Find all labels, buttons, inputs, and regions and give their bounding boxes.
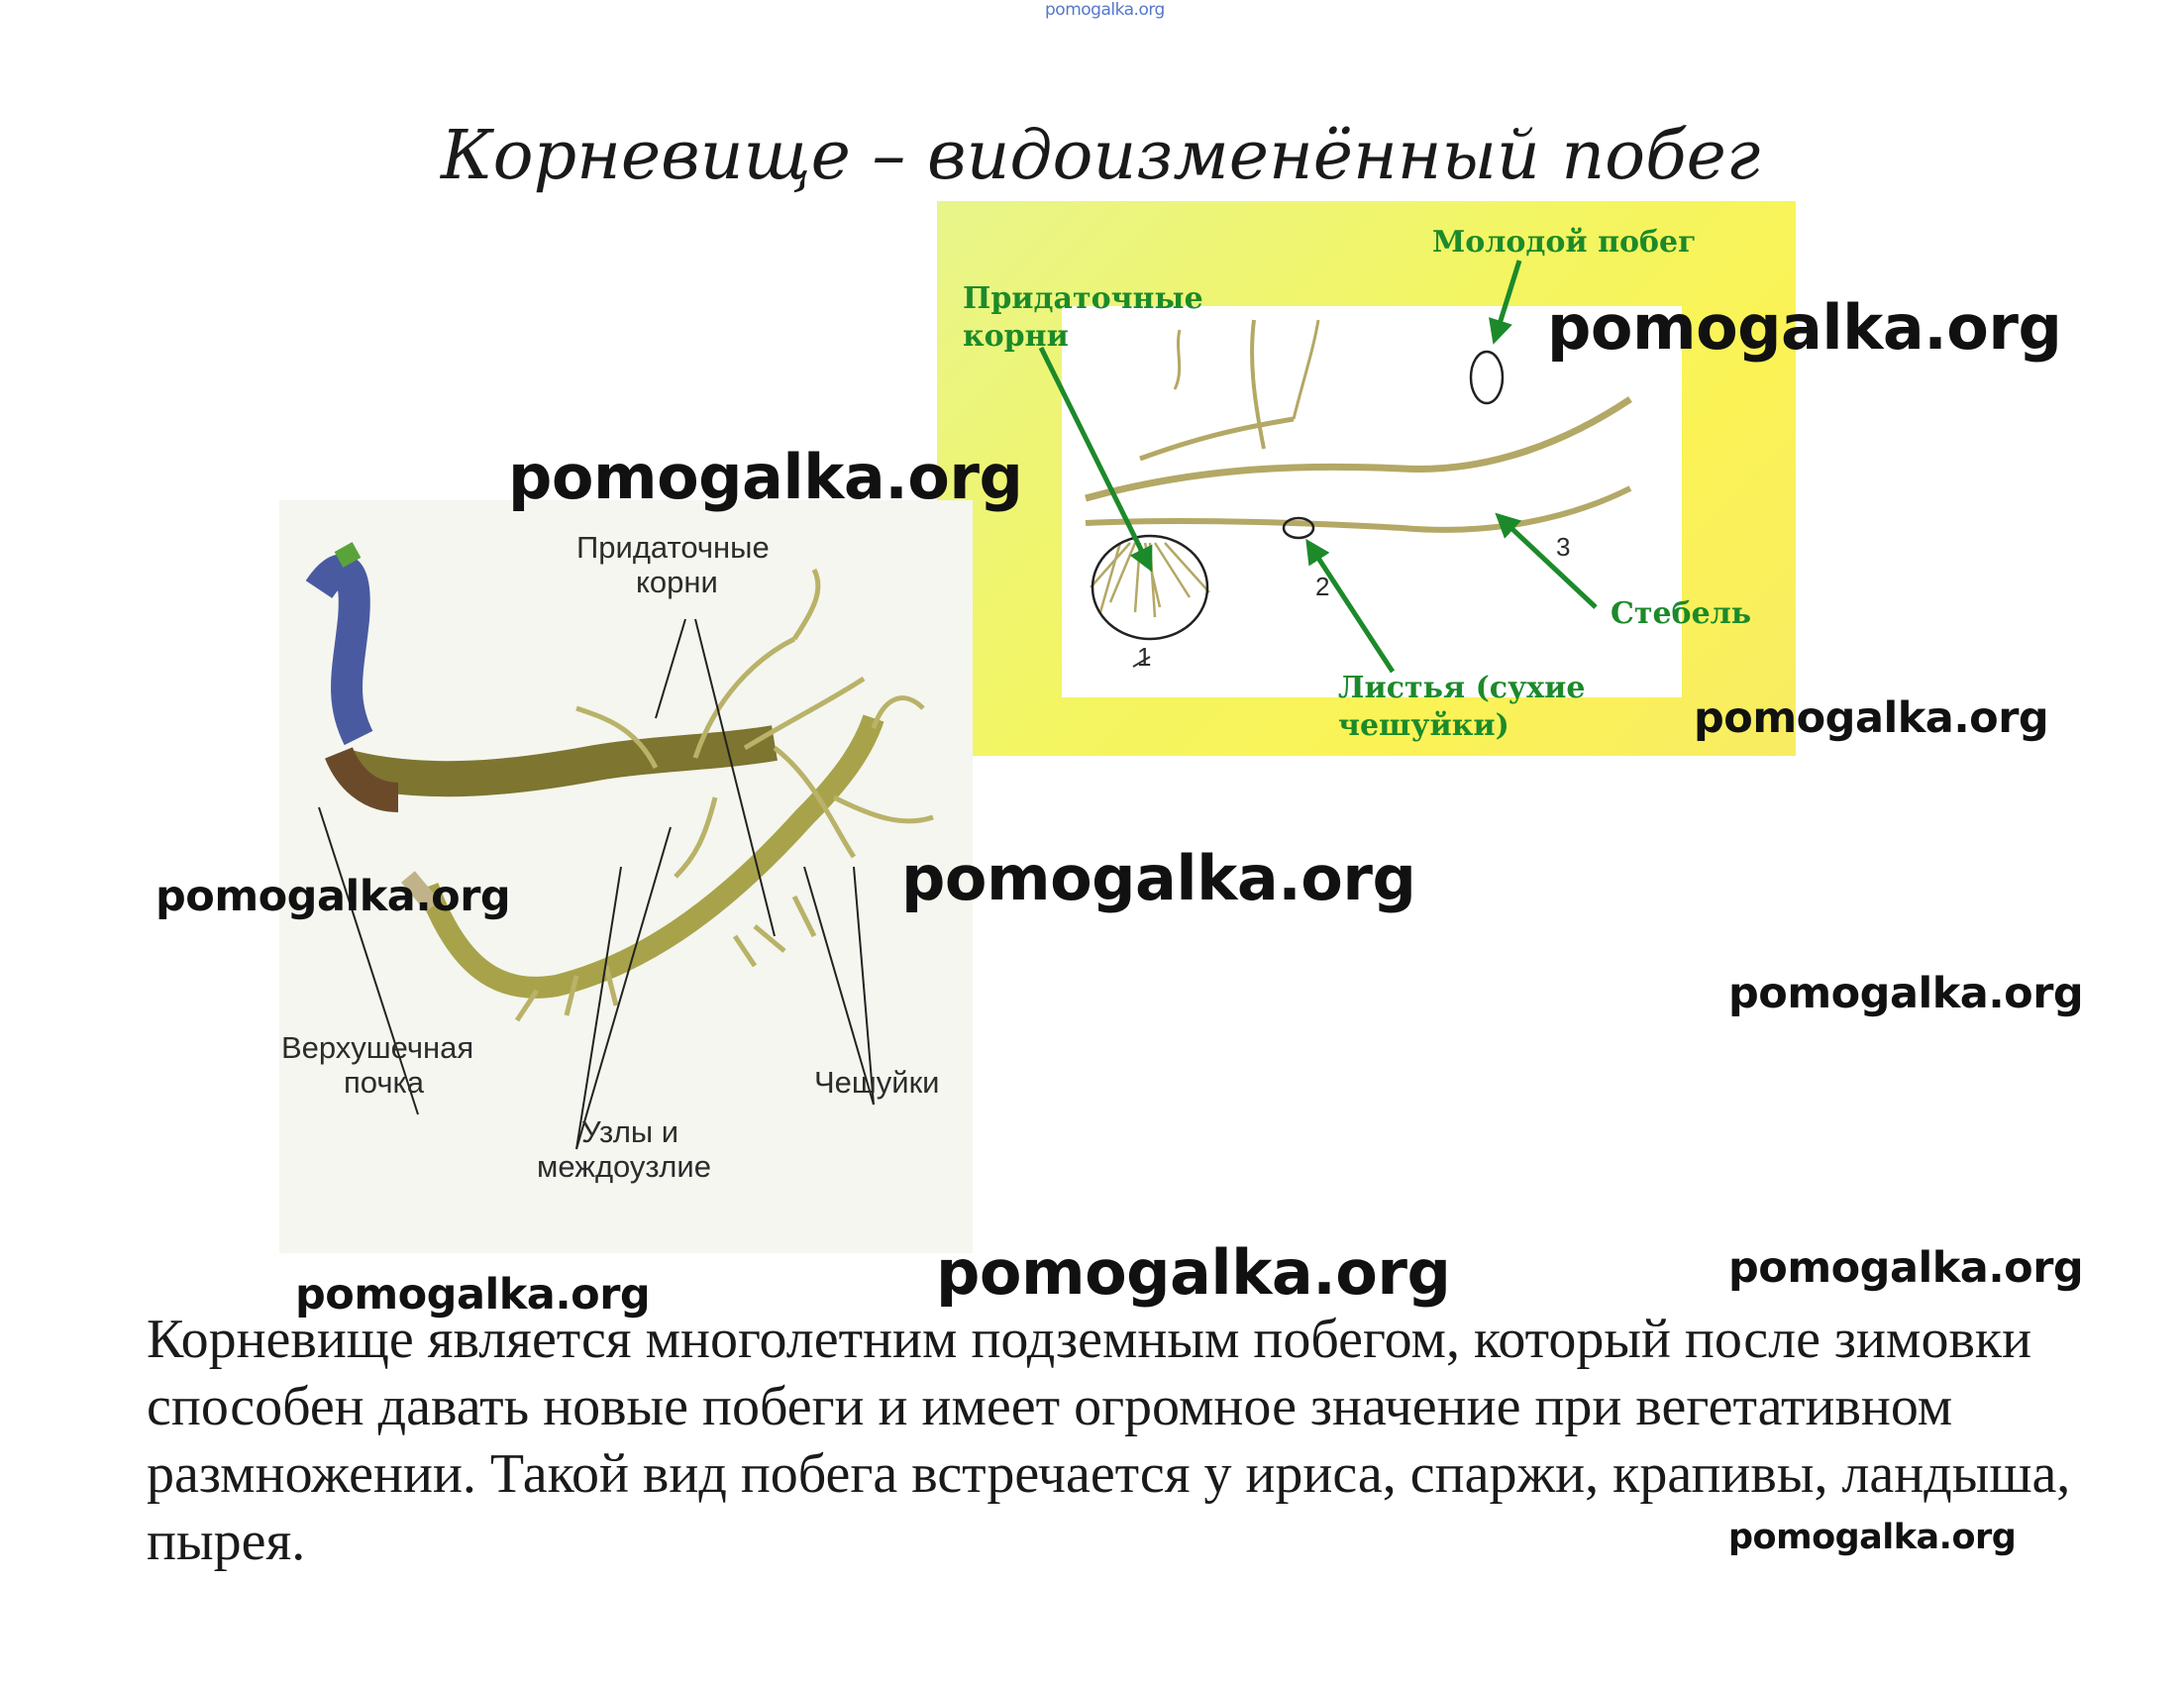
watermark: pomogalka.org <box>156 872 511 921</box>
rhizome-drawing-left <box>305 542 934 1150</box>
label-leaves-1: Листья (сухие <box>1338 671 1586 705</box>
rhizome-diagram-left: Придаточные корни Верхушечная почка Чешу… <box>279 500 973 1253</box>
marker-number-3: 3 <box>1556 532 1571 562</box>
label-apical-bud-1: Верхушечная <box>281 1030 474 1065</box>
watermark: pomogalka.org <box>901 842 1416 914</box>
label-adventitious-roots-left-1: Придаточные <box>576 530 770 565</box>
watermark: pomogalka.org <box>1547 291 2062 364</box>
page-title: Корневище – видоизменённый побег <box>441 117 1761 195</box>
watermark: pomogalka.org <box>508 441 1023 513</box>
label-leaves-2: чешуйки) <box>1338 708 1509 743</box>
diagram-inner-panel <box>1062 306 1682 697</box>
label-apical-bud-2: почка <box>344 1065 424 1100</box>
watermark: pomogalka.org <box>295 1270 651 1320</box>
label-nodes-2: междоузлие <box>537 1149 711 1184</box>
label-adventitious-roots-left-2: корни <box>636 565 718 599</box>
label-adventitious-roots-right-2: корни <box>963 319 1069 354</box>
label-stem: Стебель <box>1611 596 1752 631</box>
label-scales: Чешуйки <box>814 1065 940 1100</box>
marker-number-2: 2 <box>1315 572 1330 601</box>
watermark: pomogalka.org <box>1728 1518 2017 1557</box>
watermark: pomogalka.org <box>936 1236 1451 1309</box>
rhizome-drawing-right <box>1038 260 1632 674</box>
label-nodes-1: Узлы и <box>581 1114 679 1149</box>
rhizome-diagram-right: Молодой побег Придаточные корни Стебель … <box>937 201 1796 756</box>
watermark: pomogalka.org <box>1728 969 2084 1018</box>
label-young-shoot: Молодой побег <box>1432 225 1697 260</box>
marker-number-1: 1 <box>1137 642 1152 672</box>
description-paragraph: Корневище является многолетним подземным… <box>147 1309 2071 1572</box>
header-mark: pomogalka.org <box>1045 0 1165 20</box>
label-adventitious-roots-right-1: Придаточные <box>963 281 1203 316</box>
watermark: pomogalka.org <box>1728 1243 2084 1293</box>
watermark: pomogalka.org <box>1694 693 2049 743</box>
